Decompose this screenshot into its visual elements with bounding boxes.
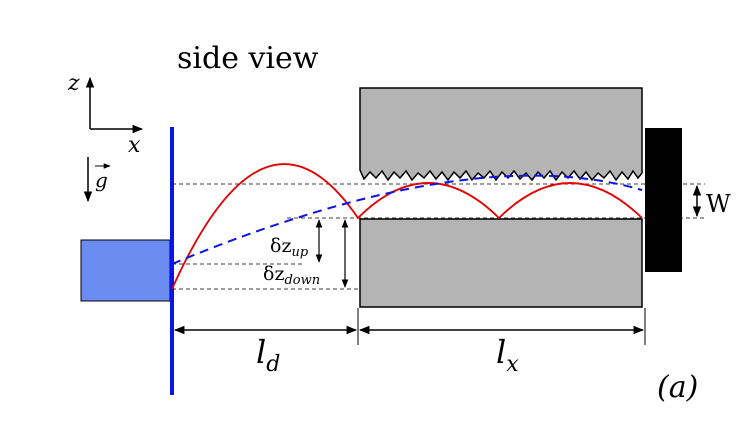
black-block xyxy=(645,128,682,272)
width-label: W xyxy=(706,190,731,218)
gravity-label: g xyxy=(95,168,108,192)
dimension-ticks xyxy=(357,308,646,345)
trajectory-curve xyxy=(171,163,643,290)
dz-down-label: δzdown xyxy=(263,263,320,288)
panel-label: (a) xyxy=(657,370,698,405)
lx-label: lx xyxy=(496,333,519,377)
top-rough-block xyxy=(359,87,643,182)
ld-label: ld xyxy=(256,333,280,377)
dz-up-label: δzup xyxy=(270,235,309,260)
z-axis-label: z xyxy=(67,71,80,96)
title: side view xyxy=(177,41,319,76)
axes-icon xyxy=(85,76,144,134)
mean-trajectory-curve xyxy=(171,174,643,265)
bottom-block xyxy=(359,218,643,308)
x-axis-label: x xyxy=(128,133,141,158)
source-block xyxy=(80,239,171,302)
